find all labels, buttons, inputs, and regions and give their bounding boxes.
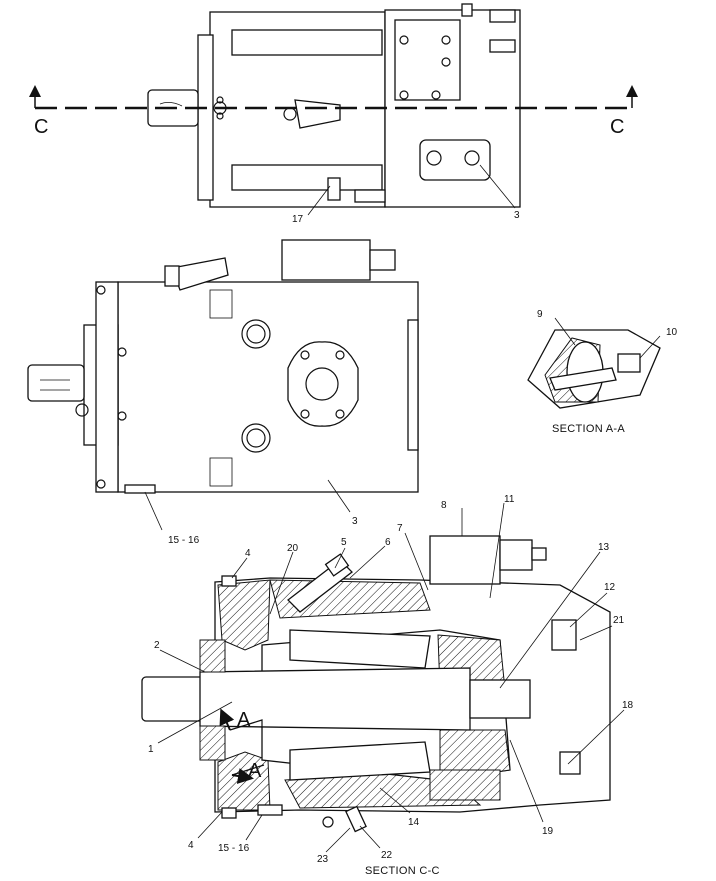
- callout-4-bottom: 4: [188, 840, 194, 851]
- section-c-c-title: SECTION C-C: [365, 865, 440, 877]
- callout-18: 18: [622, 700, 634, 711]
- callout-21: 21: [613, 615, 625, 626]
- callout-23: 23: [317, 854, 329, 865]
- callout-15-16-section: 15 - 16: [218, 843, 250, 854]
- callout-3-side: 3: [352, 516, 358, 527]
- arrow-letter-a-upper: A: [237, 709, 251, 731]
- callout-4-top: 4: [245, 548, 251, 559]
- callout-9: 9: [537, 309, 543, 320]
- callout-22: 22: [381, 850, 393, 861]
- arrow-letter-a-lower: A: [248, 760, 262, 782]
- callout-20: 20: [287, 543, 299, 554]
- callout-7: 7: [397, 523, 403, 534]
- callout-3-top: 3: [514, 210, 520, 221]
- callout-13: 13: [598, 542, 610, 553]
- section-a-a-title: SECTION A-A: [552, 423, 625, 435]
- section-c-c-view: A A 8 11 7 4 20 5 6 13 12 21 2 18 1 19: [141, 494, 634, 877]
- callout-10: 10: [666, 327, 678, 338]
- callout-2: 2: [154, 640, 160, 651]
- section-mark-left: C: [34, 116, 48, 138]
- callout-15-16-side: 15 - 16: [168, 535, 200, 546]
- callout-17: 17: [292, 214, 304, 225]
- callout-5: 5: [341, 537, 347, 548]
- top-view: C C 17 3: [29, 3, 638, 225]
- callout-12: 12: [604, 582, 616, 593]
- callout-1: 1: [148, 744, 154, 755]
- side-view: 3 15 - 16: [27, 239, 419, 546]
- section-a-a-view: 9 10 SECTION A-A: [527, 309, 678, 435]
- callout-6: 6: [385, 537, 391, 548]
- callout-8: 8: [441, 500, 447, 511]
- callout-11: 11: [504, 494, 515, 505]
- callout-14: 14: [408, 817, 420, 828]
- callout-19: 19: [542, 826, 554, 837]
- section-mark-right: C: [610, 116, 624, 138]
